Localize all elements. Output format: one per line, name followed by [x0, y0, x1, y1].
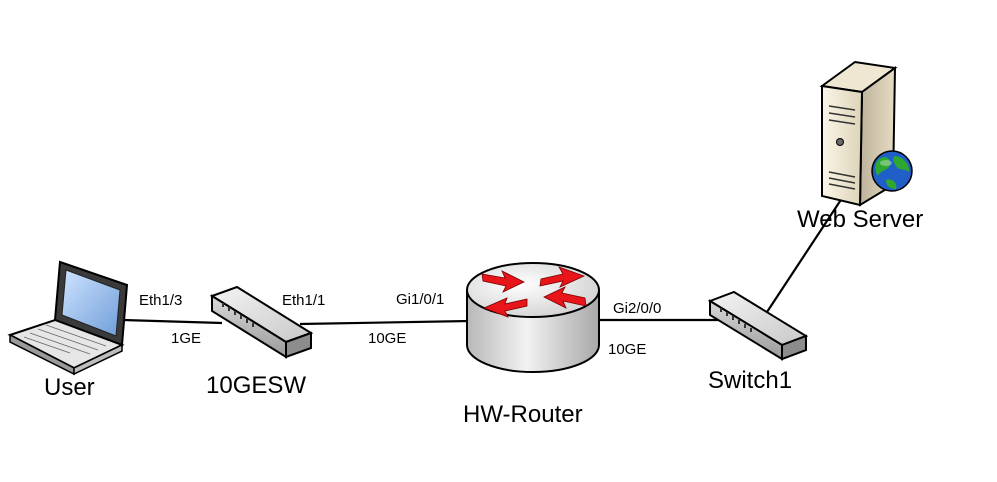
port-label-gi2-0-0: Gi2/0/0: [613, 300, 662, 317]
switch-icon: [209, 285, 314, 359]
device-label-switch1: Switch1: [708, 367, 793, 394]
port-label-gi1-0-1: Gi1/0/1: [396, 291, 445, 308]
globe-icon: [871, 150, 913, 192]
speed-label-1ge: 1GE: [171, 330, 202, 347]
device-label-10gesw: 10GESW: [206, 372, 307, 399]
link-10gesw-router: [299, 319, 471, 326]
speed-label-10ge-b: 10GE: [608, 341, 647, 358]
switch-icon: [707, 290, 809, 361]
port-label-eth1-1: Eth1/1: [282, 292, 326, 309]
device-label-user: User: [44, 374, 95, 401]
link-user-10gesw: [123, 318, 223, 325]
speed-label-10ge-a: 10GE: [368, 330, 407, 347]
link-switch1-webserver: [766, 185, 851, 313]
port-label-eth1-3: Eth1/3: [139, 292, 183, 309]
device-label-webserver: Web Server: [797, 206, 924, 233]
laptop-icon: [7, 260, 129, 376]
router-icon: [466, 262, 600, 373]
device-label-router: HW-Router: [463, 401, 583, 428]
